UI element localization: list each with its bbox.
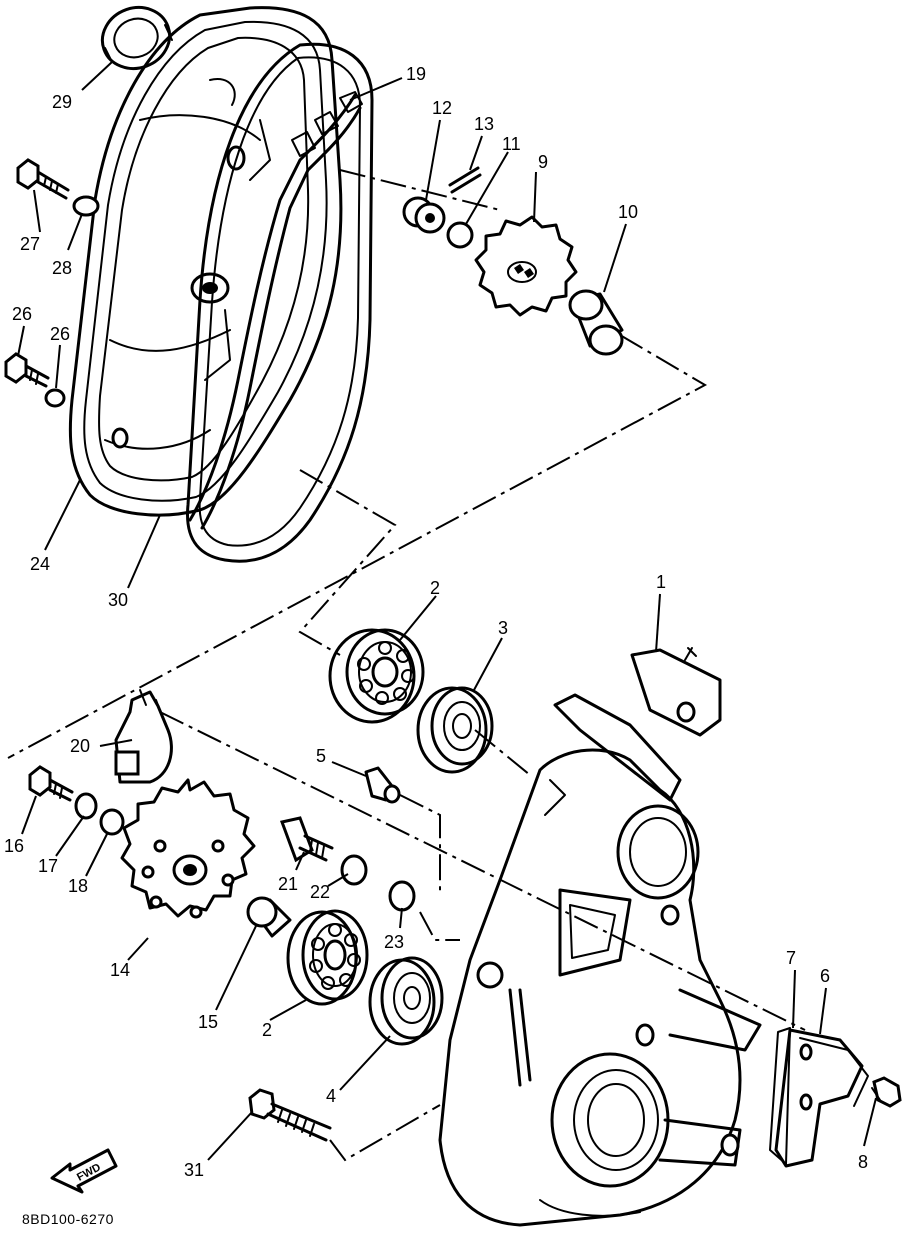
- center-line-washer: [419, 911, 460, 941]
- nut-22: [340, 854, 368, 886]
- center-line-plug: [399, 794, 441, 895]
- center-line-cover: [298, 469, 397, 656]
- callout-23: 23: [384, 932, 404, 952]
- callout-7: 7: [786, 948, 796, 968]
- bearing-4: [368, 956, 444, 1046]
- washer-18: [99, 808, 125, 836]
- collar-10: [568, 289, 624, 356]
- callout-labels: 29 19 12 13 11 9 10 27 28 26 26 24 30 1 …: [4, 64, 868, 1180]
- sprocket-14: [120, 778, 256, 919]
- center-line-shaft: [7, 334, 708, 759]
- callout-5: 5: [316, 746, 326, 766]
- callout-20: 20: [70, 736, 90, 756]
- collar-12: [402, 196, 446, 234]
- bolt-8: [871, 1076, 902, 1108]
- callout-15: 15: [198, 1012, 218, 1032]
- part-code: 8BD100-6270: [22, 1211, 114, 1227]
- key-13: [448, 166, 482, 194]
- drive-chain: [188, 91, 363, 530]
- washer-23: [388, 880, 416, 912]
- plate-gasket-7: [769, 1027, 791, 1165]
- cover-plate-6: [774, 1028, 869, 1168]
- callout-24: 24: [30, 554, 50, 574]
- callout-1: 1: [656, 572, 666, 592]
- callout-10: 10: [618, 202, 638, 222]
- tensioner-20: [114, 689, 173, 784]
- plug-5: [364, 766, 401, 804]
- callout-2-lower: 2: [262, 1020, 272, 1040]
- callout-6: 6: [820, 966, 830, 986]
- bolt-27: [16, 158, 70, 200]
- center-line-top: [339, 169, 501, 211]
- callout-4: 4: [326, 1086, 336, 1106]
- bolt-16: [28, 765, 74, 802]
- leader-lines: [17, 61, 877, 1161]
- chain-case-cover: [68, 6, 343, 517]
- callout-31: 31: [184, 1160, 204, 1180]
- fwd-arrow-icon: FWD: [50, 1148, 118, 1194]
- callout-29: 29: [52, 92, 72, 112]
- center-line-lower: [159, 711, 806, 1031]
- callout-19: 19: [406, 64, 426, 84]
- callout-27: 27: [20, 234, 40, 254]
- callout-8: 8: [858, 1152, 868, 1172]
- callout-13: 13: [474, 114, 494, 134]
- callout-26-washer: 26: [50, 324, 70, 344]
- bearing-3: [416, 686, 494, 774]
- chain-case-housing: [438, 647, 762, 1227]
- washer-11: [446, 221, 474, 249]
- callout-28: 28: [52, 258, 72, 278]
- callout-2-upper: 2: [430, 578, 440, 598]
- bolt-21: [279, 816, 334, 863]
- callout-18: 18: [68, 876, 88, 896]
- callout-3: 3: [498, 618, 508, 638]
- callout-17: 17: [38, 856, 58, 876]
- washer-17: [74, 792, 98, 820]
- callout-14: 14: [110, 960, 130, 980]
- center-line-bolt: [329, 1104, 441, 1162]
- callout-30: 30: [108, 590, 128, 610]
- callout-16: 16: [4, 836, 24, 856]
- callout-26-bolt: 26: [12, 304, 32, 324]
- bolt-26: [4, 352, 50, 388]
- washer-28: [72, 195, 100, 217]
- collar-15: [246, 896, 292, 938]
- bearing-2-upper: [328, 628, 425, 724]
- callout-9: 9: [538, 152, 548, 172]
- callout-22: 22: [310, 882, 330, 902]
- bolt-31: [248, 1088, 332, 1142]
- callout-12: 12: [432, 98, 452, 118]
- bearing-2-lower: [286, 909, 369, 1006]
- washer-26: [44, 388, 66, 408]
- oil-seal: [100, 6, 173, 70]
- callout-21: 21: [278, 874, 298, 894]
- sprocket-9: [474, 215, 578, 317]
- callout-11: 11: [502, 134, 521, 154]
